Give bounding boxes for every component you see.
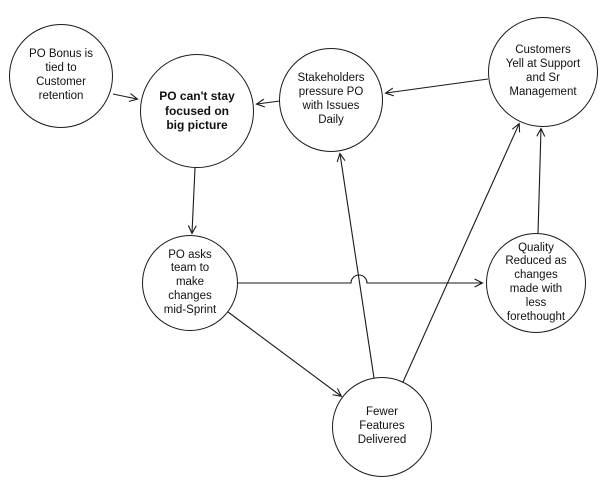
arrow-po-bonus-to-po-focus — [112, 94, 137, 99]
arrow-po-focus-to-po-asks-team — [192, 167, 195, 233]
node-stakeholders-pressure: Stakeholders pressure PO with Issues Dai… — [279, 48, 383, 152]
node-po-bonus: PO Bonus is tied to Customer retention — [9, 24, 113, 128]
node-po-asks-team-label: PO asks team to make changes mid-Sprint — [163, 248, 217, 316]
arrow-quality-reduced-to-customers — [538, 129, 541, 234]
node-quality-reduced-label: Quality Reduced as changes made with les… — [505, 241, 567, 323]
node-po-cant-stay-focused-label: PO can't stay focused on big picture — [159, 89, 235, 133]
node-customers-yell: Customers Yell at Support and Sr Managem… — [488, 17, 598, 127]
arrow-fewer-features-to-stakeholders — [340, 154, 375, 379]
arrow-customers-to-stakeholders — [386, 78, 489, 93]
node-fewer-features-label: Fewer Features Delivered — [357, 406, 407, 446]
node-quality-reduced: Quality Reduced as changes made with les… — [486, 233, 586, 333]
arrow-stakeholders-to-po-focus — [257, 101, 281, 104]
node-po-cant-stay-focused: PO can't stay focused on big picture — [140, 54, 254, 168]
node-po-asks-team: PO asks team to make changes mid-Sprint — [142, 235, 238, 331]
node-po-bonus-label: PO Bonus is tied to Customer retention — [29, 48, 93, 102]
arrow-po-asks-team-to-quality-reduced — [238, 274, 482, 283]
node-stakeholders-pressure-label: Stakeholders pressure PO with Issues Dai… — [297, 72, 365, 126]
node-fewer-features: Fewer Features Delivered — [332, 377, 432, 477]
node-customers-yell-label: Customers Yell at Support and Sr Managem… — [505, 44, 581, 98]
arrow-po-asks-team-to-fewer-features — [227, 311, 341, 396]
